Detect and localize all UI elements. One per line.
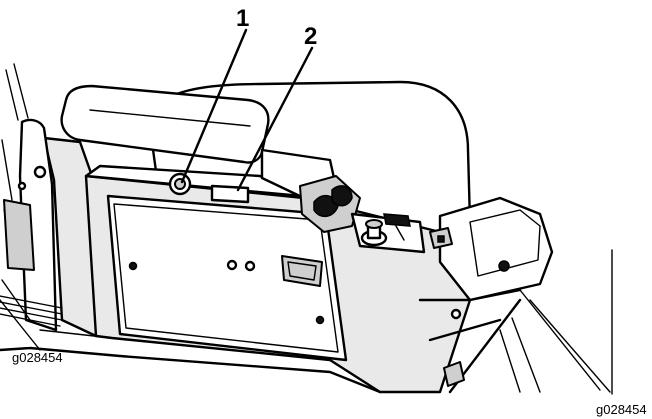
callout-2-leader: [236, 46, 314, 192]
left-bolt-small: [17, 181, 27, 191]
callout-2-label: 2: [304, 23, 317, 50]
right-switch-dot: [437, 235, 445, 243]
left-bracket: [3, 199, 35, 271]
right-bolt: [450, 308, 462, 320]
left-armrest: [18, 118, 58, 332]
right-frame-lines: [499, 289, 611, 393]
right-armrest-box: [438, 196, 554, 302]
callout-1-label: 1: [236, 5, 249, 32]
cover-screw-right: [315, 315, 325, 325]
cover-screw-left: [128, 261, 138, 271]
lever-link: [395, 225, 405, 241]
cover-hole-1: [226, 259, 238, 271]
right-armrest-face: [469, 209, 541, 277]
cushion-seam: [89, 109, 251, 127]
choke-lever: [383, 213, 411, 227]
hose-lines: [0, 295, 63, 327]
floor-line-2: [39, 329, 113, 339]
hour-meter-label: [210, 184, 250, 204]
cover-window: [281, 255, 323, 287]
callout-1-leader: [180, 28, 248, 184]
figure-code-inside: g028454: [12, 350, 63, 365]
right-armrest-knob: [498, 260, 510, 272]
access-cover-inner: [113, 203, 339, 353]
switch-right: [331, 185, 353, 207]
cover-hole-2: [244, 260, 256, 272]
cover-window-inner: [287, 261, 317, 281]
left-bolt: [33, 165, 47, 179]
access-cover-plate: [106, 194, 348, 362]
figure-code-outside: g028454: [596, 402, 647, 417]
floor-line: [0, 346, 382, 394]
ignition-key-head: [365, 219, 383, 229]
right-bottom-bracket: [443, 361, 465, 387]
